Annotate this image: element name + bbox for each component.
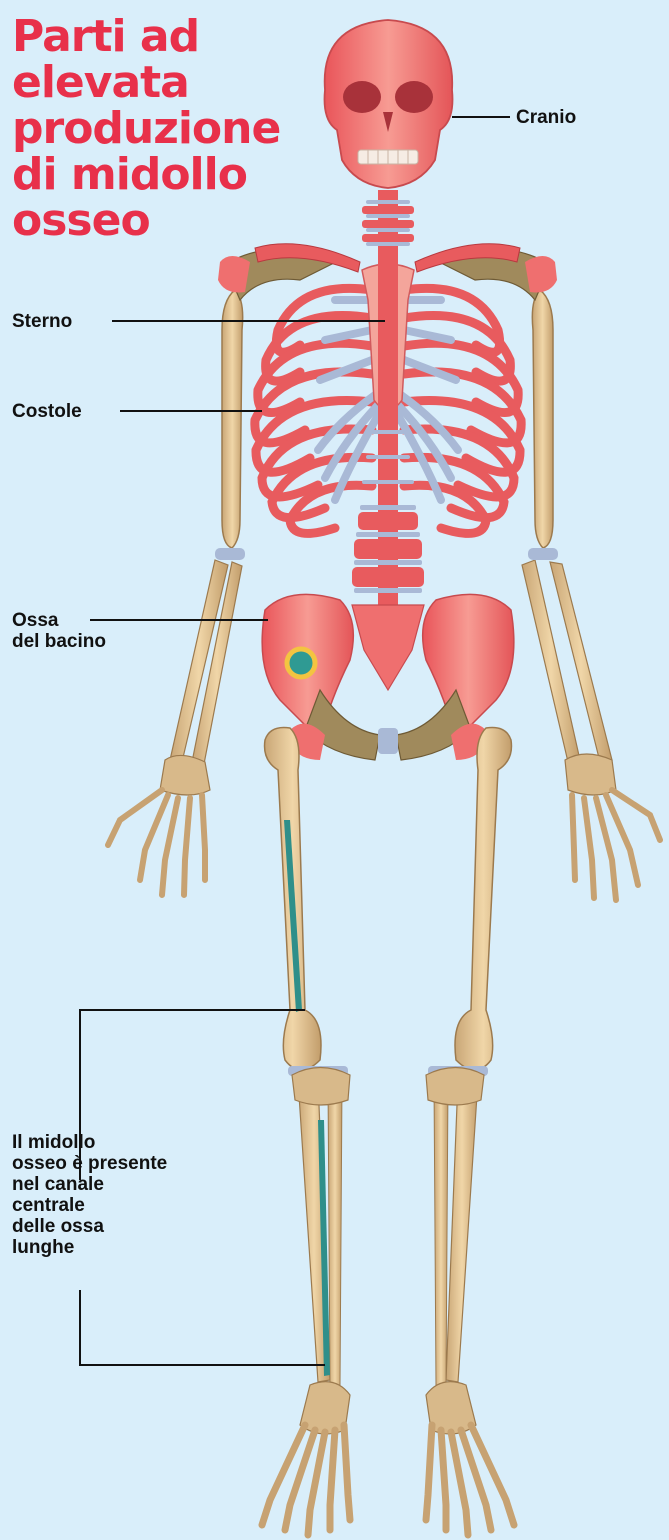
label-ossa-del-bacino: Ossa del bacino [12, 610, 106, 652]
pelvis [262, 594, 514, 760]
label-cranio: Cranio [516, 107, 576, 128]
label-sterno: Sterno [12, 311, 72, 332]
page-title: Parti ad elevata produzione di midollo o… [12, 14, 312, 244]
left-arm [108, 290, 243, 895]
leader-ossa-lunghe-tibia [80, 1290, 325, 1365]
label-costole: Costole [12, 401, 82, 422]
right-arm [522, 290, 660, 900]
right-elbow-joint [528, 548, 558, 560]
skull [325, 20, 453, 188]
left-elbow-joint [215, 548, 245, 560]
bone-marrow-sample-marker [287, 649, 315, 677]
right-leg [426, 728, 514, 1536]
left-leg [262, 728, 350, 1536]
label-ossa-lunghe: Il midollo osseo è presente nel canale c… [12, 1132, 167, 1258]
